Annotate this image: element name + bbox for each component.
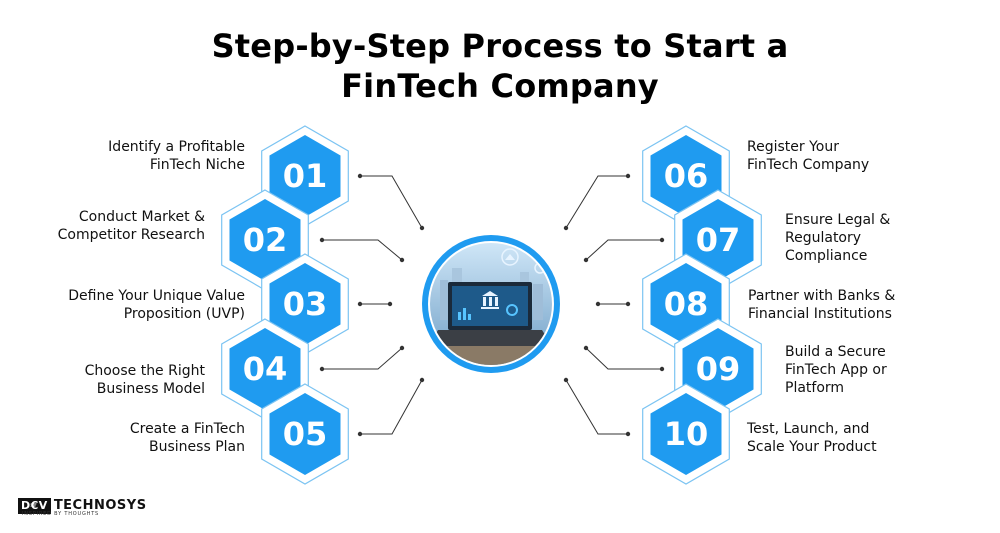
- step-label-line: Partner with Banks &: [748, 287, 895, 305]
- connector-dot-03-1: [388, 302, 392, 306]
- step-number: 02: [243, 221, 288, 259]
- connector-dot-01-1: [420, 226, 424, 230]
- connector-dot-04-1: [400, 346, 404, 350]
- step-number: 04: [243, 350, 288, 388]
- step-label-line: Define Your Unique Value: [68, 287, 245, 305]
- connector-dot-10-1: [564, 378, 568, 382]
- connector-line-06: [566, 176, 628, 228]
- connector-line-02: [322, 240, 402, 260]
- connector-dot-02-0: [320, 238, 324, 242]
- connector-line-01: [360, 176, 422, 228]
- connector-dot-05-0: [358, 432, 362, 436]
- connector-dot-08-1: [596, 302, 600, 306]
- step-label-line: Business Model: [85, 380, 205, 398]
- step-label-line: Test, Launch, and: [747, 420, 877, 438]
- step-number: 05: [283, 415, 328, 453]
- connector-dot-05-1: [420, 378, 424, 382]
- step-label-line: Identify a Profitable: [108, 138, 245, 156]
- connector-dot-10-0: [626, 432, 630, 436]
- connector-line-05: [360, 380, 422, 434]
- connector-dot-09-0: [660, 367, 664, 371]
- center-image: [422, 235, 560, 373]
- logo-tagline: INSPIRED BY THOUGHTS: [22, 511, 99, 517]
- step-label-line: Create a FinTech: [130, 420, 245, 438]
- step-label-line: Competitor Research: [58, 226, 205, 244]
- connector-dot-07-0: [660, 238, 664, 242]
- connector-dot-03-0: [358, 302, 362, 306]
- connector-line-10: [566, 380, 628, 434]
- connector-line-09: [586, 348, 662, 369]
- connector-dot-04-0: [320, 367, 324, 371]
- step-label-line: Platform: [785, 379, 887, 397]
- step-label-line: Compliance: [785, 247, 890, 265]
- step-label-line: FinTech App or: [785, 361, 887, 379]
- step-label-line: Build a Secure: [785, 343, 887, 361]
- step-label-line: Register Your: [747, 138, 869, 156]
- connector-line-04: [322, 348, 402, 369]
- step-number: 01: [283, 157, 328, 195]
- step-number: 07: [696, 221, 741, 259]
- step-label-line: FinTech Company: [747, 156, 869, 174]
- step-number: 03: [283, 285, 328, 323]
- connector-dot-07-1: [584, 258, 588, 262]
- step-label-line: Scale Your Product: [747, 438, 877, 456]
- step-label-line: Business Plan: [130, 438, 245, 456]
- step-label-line: Conduct Market &: [58, 208, 205, 226]
- step-label-line: Financial Institutions: [748, 305, 895, 323]
- step-label-08: Partner with Banks &Financial Institutio…: [748, 287, 895, 323]
- connector-dot-02-1: [400, 258, 404, 262]
- step-label-line: Ensure Legal &: [785, 211, 890, 229]
- step-number: 10: [664, 415, 709, 453]
- connector-dot-06-0: [626, 174, 630, 178]
- step-number: 08: [664, 285, 709, 323]
- step-label-line: FinTech Niche: [108, 156, 245, 174]
- step-number: 06: [664, 157, 709, 195]
- connector-line-07: [586, 240, 662, 260]
- step-label-02: Conduct Market &Competitor Research: [58, 208, 205, 244]
- step-label-line: Proposition (UVP): [68, 305, 245, 323]
- connector-dot-06-1: [564, 226, 568, 230]
- connector-dot-09-1: [584, 346, 588, 350]
- step-label-line: Regulatory: [785, 229, 890, 247]
- step-number: 09: [696, 350, 741, 388]
- connector-dot-08-0: [626, 302, 630, 306]
- connector-dot-01-0: [358, 174, 362, 178]
- step-label-line: Choose the Right: [85, 362, 205, 380]
